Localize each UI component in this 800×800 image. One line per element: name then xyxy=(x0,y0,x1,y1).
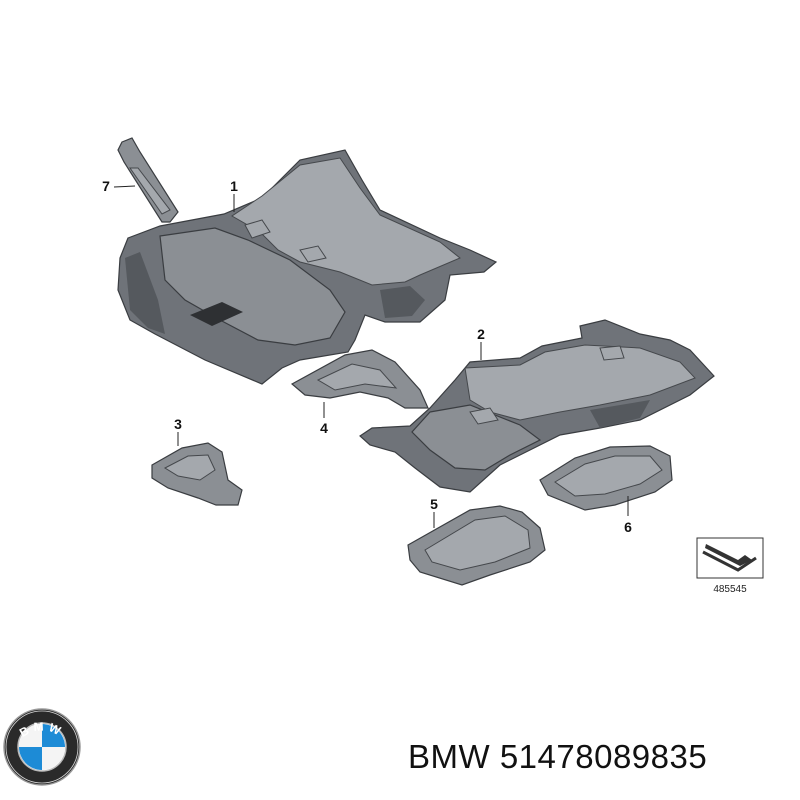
brand-name: BMW xyxy=(408,738,491,775)
part-number: 51478089835 xyxy=(499,738,708,775)
callout-2: 2 xyxy=(477,326,485,342)
brand-part-label: BMW 51478089835 xyxy=(408,738,798,776)
carpet-symbol-icon xyxy=(705,544,752,566)
reference-number: 485545 xyxy=(713,584,747,595)
bmw-logo: BMW xyxy=(3,708,81,786)
callout-1: 1 xyxy=(230,178,238,194)
svg-text:BMW: BMW xyxy=(17,719,66,739)
callout-7: 7 xyxy=(102,178,110,194)
callout-4: 4 xyxy=(320,420,328,436)
part-7-sill-strip xyxy=(117,137,179,223)
part-4-footwell-mat xyxy=(290,349,429,418)
bmw-logo-text: BMW xyxy=(17,719,62,739)
part-6-rear-mat xyxy=(539,445,673,516)
part-1-front-carpet xyxy=(117,149,498,385)
callout-6: 6 xyxy=(624,519,632,535)
callout-5: 5 xyxy=(430,496,438,512)
part-5-rear-mat xyxy=(407,505,546,586)
reference-box: 485545 xyxy=(696,537,764,595)
part-3-small-mat xyxy=(151,432,243,506)
part-2-rear-carpet xyxy=(359,319,715,493)
callout-3: 3 xyxy=(174,416,182,432)
